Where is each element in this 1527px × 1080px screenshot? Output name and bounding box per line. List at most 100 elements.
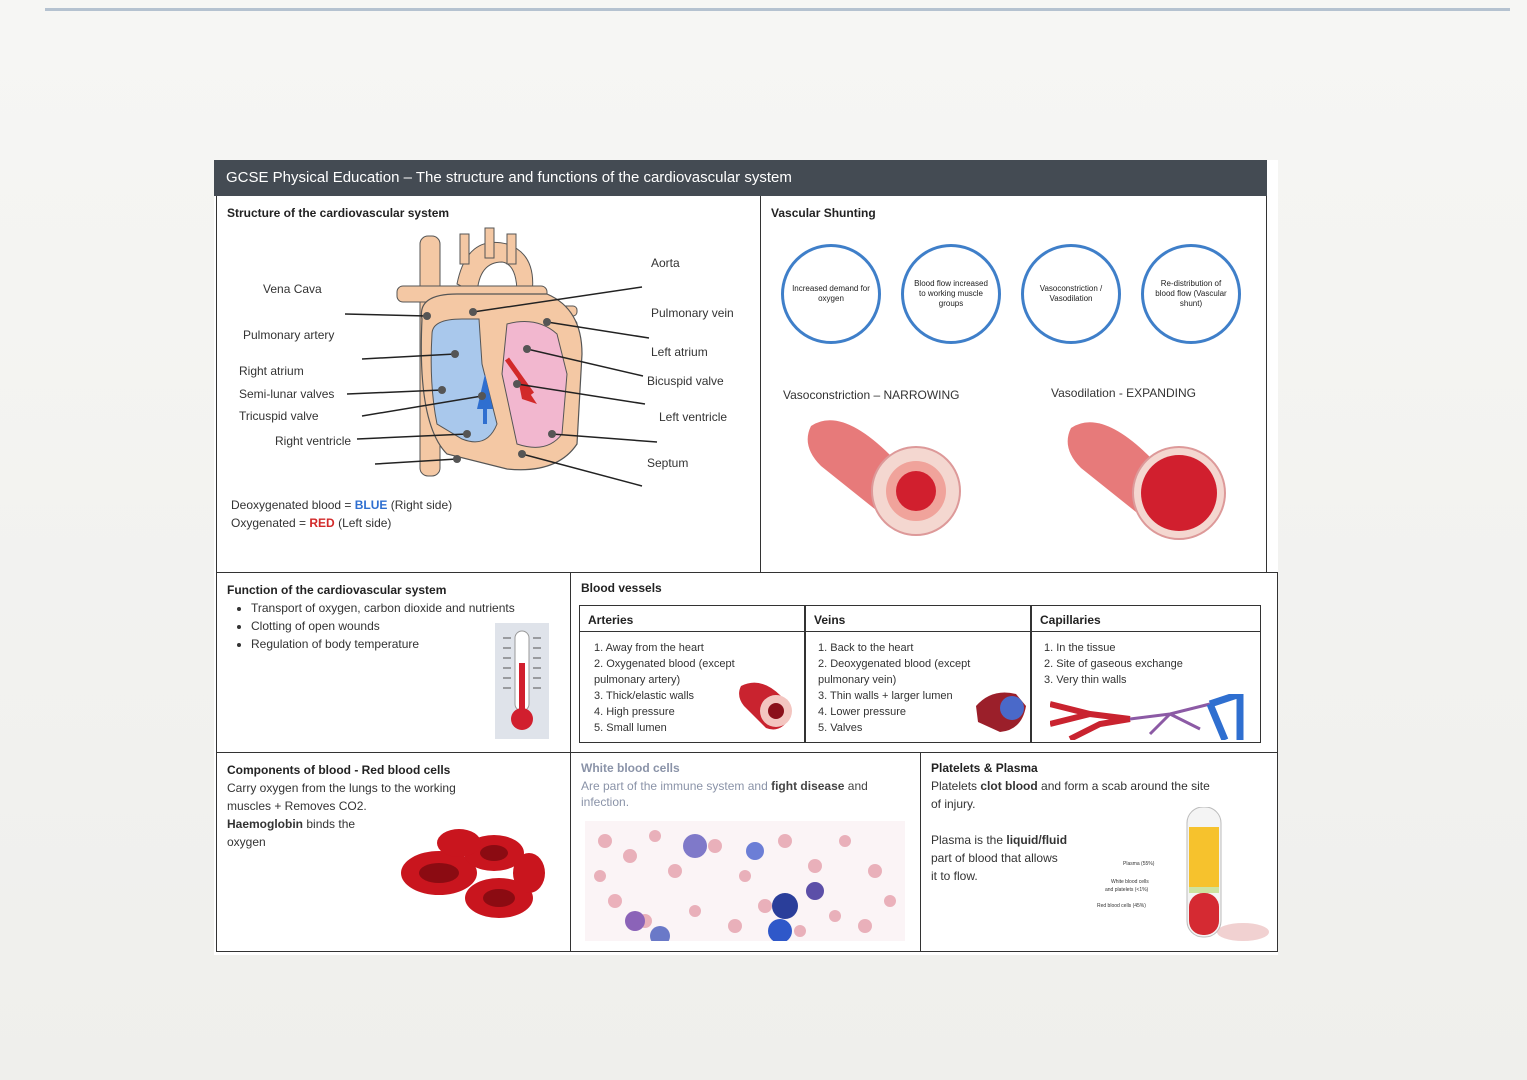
oxy-suffix: (Left side)	[334, 516, 392, 530]
white-cells-line1: Are part of the immune system and fight …	[581, 779, 868, 793]
narrow-vessel-image	[807, 420, 961, 536]
veins-item: 2. Deoxygenated blood (except	[818, 658, 971, 670]
red-cells-line2: muscles + Removes CO2.	[227, 799, 367, 813]
label-left-atrium: Left atrium	[651, 345, 708, 359]
liquid-fluid-word: liquid/fluid	[1006, 833, 1068, 847]
capillaries-heading: Capillaries	[1032, 606, 1260, 632]
platelets-rest: and form a scab around the site	[1037, 779, 1210, 793]
heart-diagram	[344, 227, 658, 487]
vasoconstriction-label: Vasoconstriction – NARROWING	[783, 388, 960, 402]
arteries-item: 1. Away from the heart	[594, 642, 704, 654]
structure-heading: Structure of the cardiovascular system	[227, 206, 450, 220]
tube-label-red-cells: Red blood cells (45%)	[1097, 903, 1146, 909]
deoxy-suffix: (Right side)	[387, 498, 453, 512]
label-pulmonary-artery: Pulmonary artery	[243, 328, 335, 342]
capillaries-item: 3. Very thin walls	[1044, 674, 1127, 686]
veins-item: 4. Lower pressure	[818, 706, 907, 718]
red-cells-binds: binds the	[303, 817, 356, 831]
oxygenated-note: Oxygenated = RED (Left side)	[231, 516, 391, 530]
capillaries-column: Capillaries 1. In the tissue 2. Site of …	[1031, 605, 1261, 743]
white-cells-line2: infection.	[581, 795, 630, 809]
platelets-heading: Platelets & Plasma	[931, 761, 1038, 775]
knowledge-organiser: GCSE Physical Education – The structure …	[214, 160, 1278, 955]
veins-item: pulmonary vein)	[818, 674, 897, 686]
deoxy-word: BLUE	[354, 498, 388, 512]
thermometer-icon	[495, 623, 549, 739]
capillaries-item: 2. Site of gaseous exchange	[1044, 658, 1183, 670]
platelets-word: Platelets	[931, 779, 981, 793]
label-septum: Septum	[647, 456, 689, 470]
platelets-panel: Platelets & Plasma Platelets clot blood …	[920, 752, 1278, 952]
test-tube-image	[1186, 807, 1269, 941]
plasma-line2: part of blood that allows	[931, 851, 1058, 865]
clot-blood-word: clot blood	[980, 779, 1038, 793]
blood-smear-image	[585, 821, 905, 941]
deoxygenated-note: Deoxygenated blood = BLUE (Right side)	[231, 498, 452, 512]
red-cells-panel: Components of blood - Red blood cells Ca…	[216, 752, 572, 952]
label-left-ventricle: Left ventricle	[659, 410, 728, 424]
structure-panel: Structure of the cardiovascular system	[216, 196, 762, 574]
white-cells-text2: and	[844, 779, 868, 793]
label-bicuspid-valve: Bicuspid valve	[647, 374, 724, 388]
page-title: GCSE Physical Education – The structure …	[214, 160, 1267, 196]
arteries-item: pulmonary artery)	[594, 674, 681, 686]
veins-item: 3. Thin walls + larger lumen	[818, 690, 953, 702]
capillary-network-image	[1050, 694, 1244, 740]
label-aorta: Aorta	[651, 256, 680, 270]
function-item: Clotting of open wounds	[251, 617, 531, 635]
label-pulmonary-vein: Pulmonary vein	[651, 306, 734, 320]
white-cells-panel: White blood cells Are part of the immune…	[570, 752, 922, 952]
white-cells-text1: Are part of the immune system and	[581, 779, 772, 793]
plasma-prefix: Plasma is the	[931, 833, 1007, 847]
function-heading: Function of the cardiovascular system	[227, 583, 447, 597]
deoxy-prefix: Deoxygenated blood =	[231, 498, 355, 512]
label-vena-cava: Vena Cava	[263, 282, 322, 296]
blood-vessels-panel: Blood vessels Arteries 1. Away from the …	[570, 572, 1278, 754]
tube-label-platelets: and platelets (<1%)	[1105, 887, 1149, 893]
haemoglobin-word: Haemoglobin	[227, 817, 304, 831]
vein-image	[976, 692, 1026, 732]
artery-image	[739, 682, 792, 730]
label-right-atrium: Right atrium	[239, 364, 304, 378]
expanded-vessel-image	[1067, 422, 1226, 540]
platelets-line2: of injury.	[931, 797, 976, 811]
function-list: Transport of oxygen, carbon dioxide and …	[231, 599, 531, 653]
red-cells-line3: Haemoglobin binds the	[227, 817, 355, 831]
arteries-item: 3. Thick/elastic walls	[594, 690, 695, 702]
blood-vessels-heading: Blood vessels	[581, 581, 662, 595]
veins-item: 1. Back to the heart	[818, 642, 914, 654]
label-tricuspid-valve: Tricuspid valve	[239, 409, 319, 423]
shunting-heading: Vascular Shunting	[771, 206, 876, 220]
arteries-heading: Arteries	[580, 606, 804, 632]
function-panel: Function of the cardiovascular system Tr…	[216, 572, 572, 754]
arteries-item: 2. Oxygenated blood (except	[594, 658, 735, 670]
tube-label-plasma: Plasma (55%)	[1123, 861, 1155, 867]
oxy-word: RED	[309, 516, 335, 530]
red-blood-cells-image	[401, 829, 545, 918]
label-right-ventricle: Right ventricle	[275, 434, 352, 448]
red-cells-line4: oxygen	[227, 835, 266, 849]
tube-label-white-cells: White blood cells	[1111, 879, 1149, 885]
function-item: Regulation of body temperature	[251, 635, 531, 653]
capillaries-item: 1. In the tissue	[1044, 642, 1116, 654]
shunt-step-2: Blood flow increased to working muscle g…	[901, 244, 1001, 344]
shunting-panel: Vascular Shunting Increased demand for o…	[760, 196, 1267, 574]
red-cells-heading: Components of blood - Red blood cells	[227, 763, 451, 777]
white-cells-heading: White blood cells	[581, 761, 680, 775]
plasma-line1: Plasma is the liquid/fluid	[931, 833, 1067, 847]
shunt-step-1: Increased demand for oxygen	[781, 244, 881, 344]
shunt-step-3: Vasoconstriction / Vasodilation	[1021, 244, 1121, 344]
function-item: Transport of oxygen, carbon dioxide and …	[251, 599, 531, 617]
oxy-prefix: Oxygenated =	[231, 516, 310, 530]
veins-column: Veins 1. Back to the heart 2. Deoxygenat…	[805, 605, 1031, 743]
arteries-column: Arteries 1. Away from the heart 2. Oxyge…	[579, 605, 805, 743]
veins-item: 5. Valves	[818, 722, 863, 734]
shunt-step-4: Re-distribution of blood flow (Vascular …	[1141, 244, 1241, 344]
fight-disease-word: fight disease	[771, 779, 845, 793]
veins-heading: Veins	[806, 606, 1030, 632]
label-semi-lunar-valves: Semi-lunar valves	[239, 387, 335, 401]
red-cells-line1: Carry oxygen from the lungs to the worki…	[227, 781, 456, 795]
top-edge-line	[45, 8, 1510, 11]
arteries-item: 4. High pressure	[594, 706, 675, 718]
plasma-line3: it to flow.	[931, 869, 978, 883]
